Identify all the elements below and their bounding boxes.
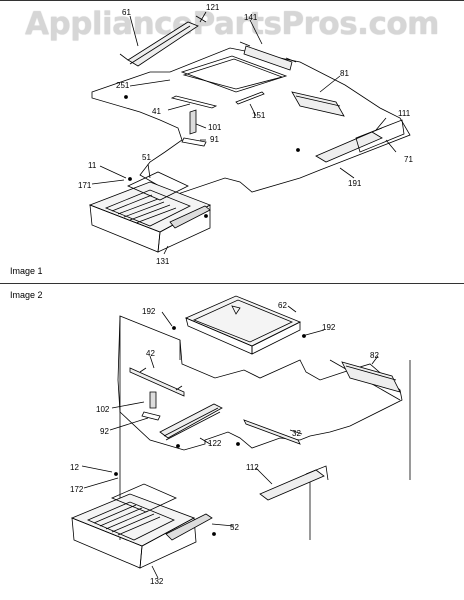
callout-131: 131 [156, 257, 170, 266]
callout-251: 251 [116, 81, 130, 90]
callout-81: 81 [340, 69, 349, 78]
callout-111: 111 [398, 109, 411, 118]
panel-divider [0, 283, 464, 284]
callout-191: 191 [348, 179, 362, 188]
image1-callouts: 61 121 141 251 81 41 151 111 101 91 71 1… [78, 3, 413, 266]
top-border [0, 0, 464, 1]
callout-92: 92 [100, 427, 109, 436]
callout-82: 82 [370, 351, 379, 360]
callout-61: 61 [122, 8, 131, 17]
callout-42: 42 [146, 349, 155, 358]
callout-101: 101 [208, 123, 222, 132]
callout-122: 122 [208, 439, 222, 448]
callout-141: 141 [244, 13, 258, 22]
callout-52: 52 [230, 523, 239, 532]
image1-label: Image 1 [10, 266, 43, 276]
callout-132: 132 [150, 577, 164, 586]
callout-121: 121 [206, 3, 220, 12]
callout-91: 91 [210, 135, 219, 144]
callout-102: 102 [96, 405, 110, 414]
watermark: AppliancePartsPros.com [25, 6, 439, 42]
callout-172: 172 [70, 485, 84, 494]
image2-callouts: 62 192 192 82 42 102 92 122 32 12 112 17… [70, 301, 379, 586]
callout-41: 41 [152, 107, 161, 116]
callout-151: 151 [252, 111, 266, 120]
callout-192-right: 192 [322, 323, 336, 332]
callout-62: 62 [278, 301, 287, 310]
callout-112: 112 [246, 463, 259, 472]
image2-linework [70, 295, 411, 579]
callout-12: 12 [70, 463, 79, 472]
callout-11: 11 [88, 161, 97, 170]
image1-linework [88, 11, 411, 255]
callout-32: 32 [292, 429, 301, 438]
callout-71: 71 [404, 155, 413, 164]
callout-171: 171 [78, 181, 92, 190]
callout-192-left: 192 [142, 307, 156, 316]
image2-label: Image 2 [10, 290, 43, 300]
callout-51: 51 [142, 153, 151, 162]
